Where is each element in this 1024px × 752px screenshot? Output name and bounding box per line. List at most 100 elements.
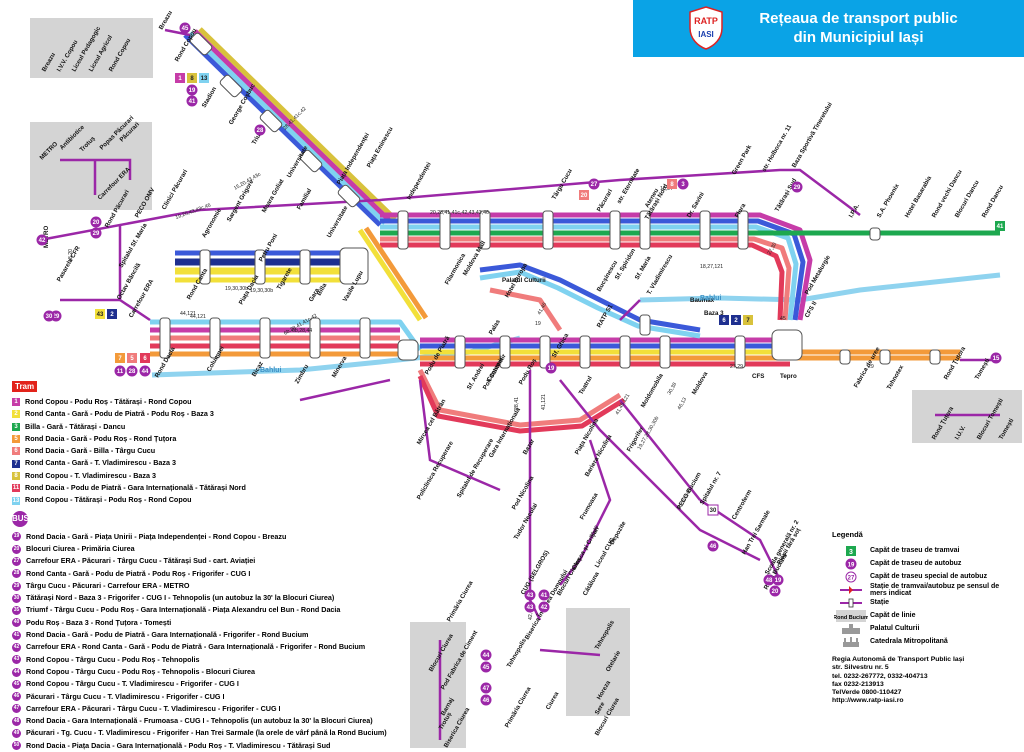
bus-terminal-icon: 19	[832, 558, 870, 570]
station-label: Spitalul Sf. Maria	[118, 222, 149, 269]
legend-item-label: Catedrala Mitropolitană	[870, 638, 948, 645]
terminal-number: 8	[190, 76, 194, 82]
bus-terminal-marker: 45	[179, 22, 191, 34]
tram-route-label: Rond Copou - T. Vladimirescu - Baza 3	[25, 470, 156, 480]
tram-terminal-marker: 2	[731, 315, 741, 325]
station-label: str. Holboca nr. 11	[761, 123, 794, 173]
station-label: Agronomie	[201, 207, 224, 239]
legend-item-label: Capăt de traseu special de autobuz	[870, 573, 988, 580]
tram-terminal-marker: 13	[199, 73, 209, 83]
terminal-number: 6	[722, 318, 726, 324]
route-number-label: 19,20,43,43c,46	[175, 202, 212, 220]
terminal-number: 41	[189, 99, 196, 105]
station-label: CUG (SELGROS)	[520, 549, 551, 596]
station-label: Sf. Maria	[634, 255, 653, 281]
tram-terminal-marker: 43	[95, 309, 105, 319]
station-label: Baza 3	[704, 310, 724, 317]
route-number-label: 28,41	[514, 397, 520, 410]
terminal-number: 3	[681, 182, 685, 188]
station-label: Ciurea	[545, 690, 561, 711]
stations	[159, 32, 941, 369]
tram-terminal-marker: 41	[995, 221, 1005, 231]
bus-number-badge: 40	[12, 618, 21, 628]
bus-number-badge: 19	[12, 532, 21, 542]
tram-route-label: Billa - Gară - Tătărași - Dancu	[25, 421, 126, 431]
tram-number-badge: 5	[12, 435, 20, 444]
tram-terminal-marker: 6	[719, 315, 729, 325]
terminal-number: 6	[143, 356, 147, 362]
svg-text:RATP: RATP	[694, 16, 718, 26]
terminal-number: 1	[178, 76, 182, 82]
bus-terminal-marker: 42	[36, 234, 48, 246]
tram-route-label: Rond Canta - Gară - Podu de Piatră - Pod…	[25, 409, 214, 419]
terminal-number: 44	[483, 653, 490, 659]
station-label: Petru Poni	[258, 232, 280, 263]
bus-number-badge: 47	[12, 704, 21, 714]
route-number-label: 27,29	[730, 364, 743, 370]
tram-number-badge: 1	[12, 398, 20, 407]
tram-terminal-marker: 8	[667, 179, 677, 189]
station-label: Palatul Culturii	[502, 277, 546, 284]
tram-terminal-marker: 6	[140, 353, 150, 363]
terminal-number: 27	[591, 182, 598, 188]
tram-route-label: Rond Canta - Gară - T. Vladimirescu - Ba…	[25, 458, 176, 468]
bus-number-badge: 27	[12, 556, 21, 566]
terminal-number: 42	[39, 238, 46, 244]
station-label: Hotel Basarabia	[904, 175, 934, 219]
bus-route-label: Carrefour ERA - Rond Canta - Gară - Podu…	[26, 642, 366, 652]
terminal-number: 19	[189, 88, 196, 94]
bus-terminal-marker: 28	[254, 124, 266, 136]
terminal-number: 44	[142, 369, 149, 375]
tram-number-badge: 3	[12, 422, 20, 431]
company-web[interactable]: http://www.ratp-iasi.ro	[832, 697, 904, 705]
bus-number-badge: 42	[12, 642, 21, 652]
terminal-number: 41	[541, 593, 548, 599]
terminal-number: 19	[548, 366, 555, 372]
bus-terminal-marker: 29	[90, 227, 102, 239]
legend-item: Stație	[832, 596, 1017, 609]
terminal-number: 29	[93, 231, 100, 237]
route-number-label: 42,43	[528, 607, 534, 620]
legend-item-label: Palatul Culturii	[870, 625, 920, 632]
bus-number-badge: 44	[12, 667, 21, 677]
legend-item-label: Capăt de traseu de autobuz	[870, 560, 962, 567]
station-label: I.P.A.	[848, 203, 862, 219]
company-info: Regia Autonomă de Transport Public Iași …	[832, 656, 1017, 706]
bus-route-label: Păcurari - Târgu Cucu - T. Vladimirescu …	[26, 691, 225, 701]
station-label: Tepro	[780, 373, 797, 380]
bus-terminal-marker: 15	[990, 352, 1002, 364]
legend-item: Stație de tramvai/autobuz pe sensul de m…	[832, 583, 1017, 597]
station-label: Baumax	[690, 297, 715, 304]
station-label: Stadion	[201, 86, 219, 109]
svg-text:27: 27	[848, 575, 855, 581]
station-label: METRO	[43, 225, 50, 248]
bus-terminal-marker: 3	[677, 178, 689, 190]
station-label: Primăria Ciurea	[504, 685, 533, 729]
station-label: Han Trei Sarmale	[741, 509, 772, 556]
ratp-logo: RATP IASI	[689, 6, 723, 50]
bus-route-label: Carrefour ERA - Păcurari - Târgu Cucu - …	[26, 703, 281, 713]
direction-stop-icon	[832, 584, 870, 596]
bus-number-badge: 43	[12, 655, 21, 665]
bus-terminal-marker: 42	[538, 601, 550, 613]
terminal-number: 20	[93, 220, 100, 226]
cathedral-icon	[832, 636, 870, 648]
inset-tehnopolis	[566, 608, 630, 716]
tram-terminal-marker: 8	[187, 73, 197, 83]
bus-number-badge: 50	[12, 741, 21, 751]
route-number-label: 41,46	[537, 302, 549, 316]
route-number-label: 19	[535, 321, 541, 327]
tram-terminal-marker: 20	[579, 190, 589, 200]
station-label: Familial	[296, 187, 314, 211]
tram-route-label: Rond Dacia - Gară - Billa - Târgu Cucu	[25, 446, 156, 456]
bus-number-badge: 41	[12, 630, 21, 640]
